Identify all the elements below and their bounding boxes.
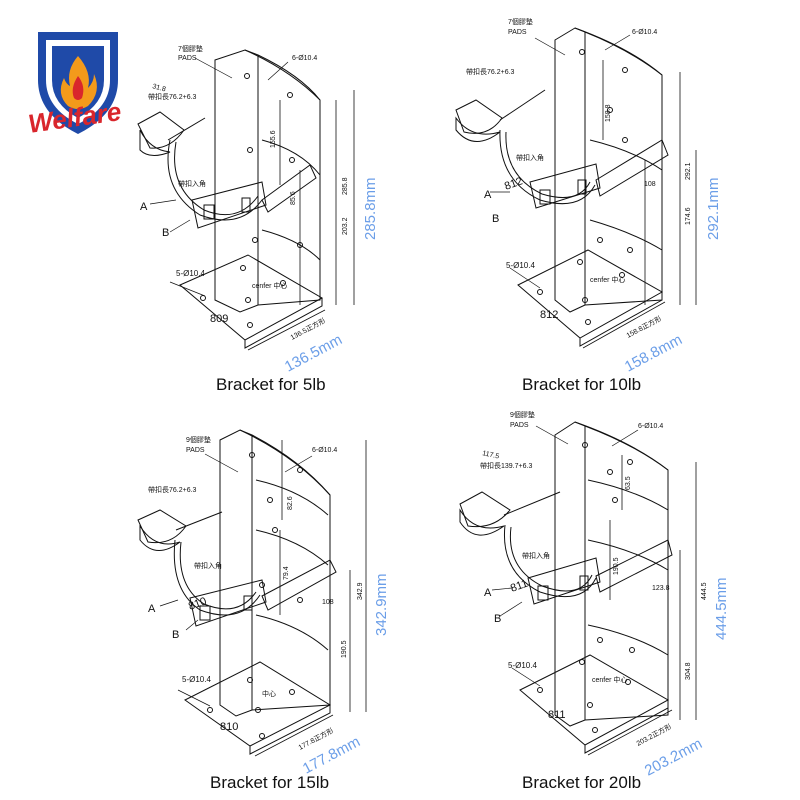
dim-a: 158.8 bbox=[605, 104, 612, 122]
dim-a2: 190.5 bbox=[613, 557, 620, 575]
bracket-drawing-15lb: 9個膠墊 PADS 6-Ø10.4 帶扣長76.2+6.3 82.6 79.4 … bbox=[137, 429, 390, 778]
strap-in-label: 帶扣入角 bbox=[178, 179, 206, 188]
pads-cn-label: 9個膠墊 bbox=[186, 435, 211, 444]
label-b: B bbox=[494, 613, 501, 625]
label-a: A bbox=[484, 587, 492, 599]
model-number-strap: 811 bbox=[509, 578, 530, 595]
dim-c: 342.9 bbox=[357, 582, 364, 600]
height-dimension: 285.8mm bbox=[362, 177, 379, 240]
pads-cn-label: 9個膠墊 bbox=[510, 410, 535, 419]
label-b: B bbox=[162, 227, 169, 239]
dim-strap: 85.6 bbox=[290, 191, 297, 205]
model-number-strap: 812 bbox=[503, 175, 524, 193]
model-number: 811 bbox=[548, 709, 566, 721]
dim-b: 190.5 bbox=[341, 640, 348, 658]
height-dimension: 342.9mm bbox=[373, 573, 390, 636]
center-label: cenfer 中心 bbox=[590, 275, 625, 284]
dim-c: 285.8 bbox=[342, 177, 349, 195]
bracket-drawing-5lb: 7個膠墊 PADS 6-Ø10.4 帶扣長76.2+6.3 31.8 155.6… bbox=[137, 44, 379, 376]
height-dimension: 292.1mm bbox=[705, 177, 722, 240]
strap-in-label: 帶扣入角 bbox=[522, 551, 550, 560]
dim-c: 444.5 bbox=[701, 582, 708, 600]
dim-c: 292.1 bbox=[685, 162, 692, 180]
top-holes-label: 6-Ø10.4 bbox=[292, 55, 317, 62]
center-label: cenfer 中心 bbox=[592, 675, 627, 684]
pads-label: PADS bbox=[178, 55, 197, 62]
dim-a: 63.5 bbox=[625, 476, 632, 490]
bracket-drawing-10lb: 7個膠墊 PADS 6-Ø10.4 帶扣長76.2+6.3 158.8 174.… bbox=[455, 17, 722, 376]
label-b: B bbox=[172, 629, 179, 641]
pads-cn-label: 7個膠墊 bbox=[508, 17, 533, 26]
bottom-holes-label: 5-Ø10.4 bbox=[508, 661, 537, 670]
dim-a2: 79.4 bbox=[283, 566, 290, 580]
height-dimension: 444.5mm bbox=[713, 577, 730, 640]
label-a: A bbox=[140, 201, 148, 213]
strap-note: 帶扣長139.7+6.3 bbox=[480, 461, 532, 470]
top-holes-label: 6-Ø10.4 bbox=[638, 423, 663, 430]
dim-strap: 108 bbox=[644, 181, 656, 188]
strap-note: 帶扣長76.2+6.3 bbox=[466, 67, 515, 76]
pads-cn-label: 7個膠墊 bbox=[178, 44, 203, 53]
strap-note: 帶扣長76.2+6.3 bbox=[148, 92, 197, 101]
center-label: 中心 bbox=[262, 689, 276, 698]
bracket-drawing-20lb: 9個膠墊 PADS 6-Ø10.4 帶扣長139.7+6.3 117.5 63.… bbox=[459, 410, 730, 780]
label-b: B bbox=[492, 213, 499, 225]
dim-a: 155.6 bbox=[270, 130, 277, 148]
width-dimension: 203.2mm bbox=[642, 735, 705, 779]
bottom-holes-label: 5-Ø10.4 bbox=[176, 269, 205, 278]
model-number: 810 bbox=[220, 721, 238, 733]
strap-note: 帶扣長76.2+6.3 bbox=[148, 485, 197, 494]
dim-strap: 123.8 bbox=[652, 585, 670, 592]
bottom-holes-label: 5-Ø10.4 bbox=[506, 261, 535, 270]
dim-a: 82.6 bbox=[287, 496, 294, 510]
base-dim: 136.5正方形 bbox=[289, 316, 327, 342]
dim-b: 203.2 bbox=[342, 217, 349, 235]
caption-20lb: Bracket for 20lb bbox=[522, 773, 642, 792]
pads-label: PADS bbox=[508, 29, 527, 36]
dim-b: 174.6 bbox=[685, 207, 692, 225]
top-holes-label: 6-Ø10.4 bbox=[312, 447, 337, 454]
base-dim: 203.2正方形 bbox=[635, 722, 673, 748]
arm-length: 117.5 bbox=[482, 450, 500, 460]
caption-5lb: Bracket for 5lb bbox=[216, 375, 326, 394]
center-label: cenfer 中心 bbox=[252, 281, 287, 290]
model-number: 809 bbox=[210, 313, 228, 325]
welfare-logo: Welfare bbox=[26, 32, 123, 139]
model-number-strap: 810 bbox=[187, 595, 208, 613]
dim-strap: 108 bbox=[322, 599, 334, 606]
dim-b: 304.8 bbox=[685, 662, 692, 680]
caption-10lb: Bracket for 10lb bbox=[522, 375, 642, 394]
top-holes-label: 6-Ø10.4 bbox=[632, 29, 657, 36]
strap-in-label: 帶扣入角 bbox=[194, 561, 222, 570]
model-number: 812 bbox=[540, 309, 558, 321]
pads-label: PADS bbox=[186, 447, 205, 454]
caption-15lb: Bracket for 15lb bbox=[210, 773, 330, 792]
label-a: A bbox=[148, 603, 156, 615]
bottom-holes-label: 5-Ø10.4 bbox=[182, 675, 211, 684]
pads-label: PADS bbox=[510, 422, 529, 429]
label-a: A bbox=[484, 189, 492, 201]
arm-length: 31.8 bbox=[151, 83, 166, 93]
strap-in-label: 帶扣入角 bbox=[516, 153, 544, 162]
